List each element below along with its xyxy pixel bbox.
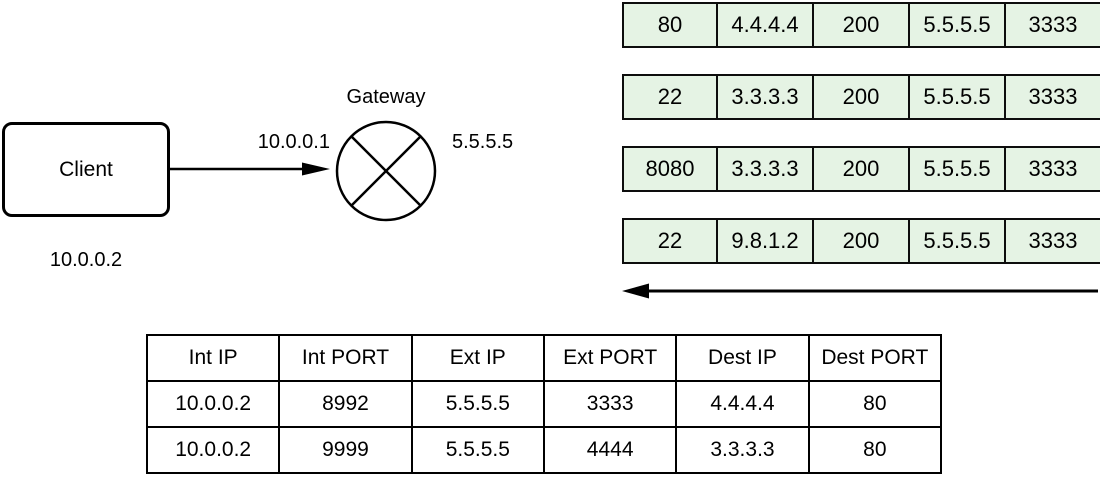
arrow-right-icon — [170, 162, 330, 176]
client-ip-label: 10.0.0.2 — [49, 249, 123, 271]
packet-field: 5.5.5.5 — [910, 74, 1006, 120]
nat-col-header: Dest IP — [675, 334, 810, 382]
gateway-label: Gateway — [346, 86, 426, 108]
packet-field: 4.4.4.4 — [718, 2, 814, 48]
gateway-icon — [335, 120, 437, 222]
nat-cell: 4444 — [542, 426, 678, 474]
packet-field: 200 — [814, 2, 910, 48]
client-node: Client — [2, 122, 170, 217]
nat-cell: 10.0.0.2 — [145, 426, 281, 474]
nat-cell: 4.4.4.4 — [675, 380, 810, 428]
nat-cell: 3.3.3.3 — [675, 426, 810, 474]
nat-cell: 10.0.0.2 — [145, 380, 281, 428]
packet-field: 3333 — [1006, 74, 1100, 120]
nat-col-header: Ext IP — [410, 334, 545, 382]
nat-col-header: Int IP — [145, 334, 281, 382]
packet-field: 3333 — [1006, 218, 1100, 264]
packet-row: 22 3.3.3.3 200 5.5.5.5 3333 — [622, 74, 1100, 120]
nat-table-row: 10.0.0.2 8992 5.5.5.5 3333 4.4.4.4 80 — [145, 380, 943, 428]
client-label: Client — [59, 157, 113, 181]
packet-row: 8080 3.3.3.3 200 5.5.5.5 3333 — [622, 146, 1100, 192]
packet-field: 22 — [622, 74, 718, 120]
packet-field: 5.5.5.5 — [910, 218, 1006, 264]
packet-field: 80 — [622, 2, 718, 48]
packet-field: 22 — [622, 218, 718, 264]
packet-field: 9.8.1.2 — [718, 218, 814, 264]
nat-table-header-row: Int IP Int PORT Ext IP Ext PORT Dest IP … — [145, 334, 943, 382]
packet-row: 22 9.8.1.2 200 5.5.5.5 3333 — [622, 218, 1100, 264]
packet-field: 8080 — [622, 146, 718, 192]
gateway-internal-ip-label: 10.0.0.1 — [257, 131, 330, 153]
packet-field: 3333 — [1006, 146, 1100, 192]
gateway-external-ip-label: 5.5.5.5 — [452, 131, 514, 153]
nat-col-header: Dest PORT — [807, 334, 943, 382]
nat-col-header: Ext PORT — [542, 334, 678, 382]
packet-row: 80 4.4.4.4 200 5.5.5.5 3333 — [622, 2, 1100, 48]
packet-field: 3333 — [1006, 2, 1100, 48]
packet-field: 5.5.5.5 — [910, 146, 1006, 192]
packet-field: 200 — [814, 74, 910, 120]
nat-cell: 8992 — [278, 380, 413, 428]
packet-field: 200 — [814, 146, 910, 192]
nat-cell: 3333 — [542, 380, 678, 428]
packet-field: 3.3.3.3 — [718, 146, 814, 192]
nat-table-row: 10.0.0.2 9999 5.5.5.5 4444 3.3.3.3 80 — [145, 426, 943, 474]
nat-col-header: Int PORT — [278, 334, 413, 382]
nat-cell: 9999 — [278, 426, 413, 474]
nat-cell: 80 — [807, 426, 943, 474]
nat-cell: 5.5.5.5 — [410, 380, 545, 428]
arrow-left-icon — [622, 283, 1098, 299]
nat-cell: 5.5.5.5 — [410, 426, 545, 474]
nat-table: Int IP Int PORT Ext IP Ext PORT Dest IP … — [145, 334, 943, 474]
nat-cell: 80 — [807, 380, 943, 428]
packet-field: 5.5.5.5 — [910, 2, 1006, 48]
packet-field: 3.3.3.3 — [718, 74, 814, 120]
packet-field: 200 — [814, 218, 910, 264]
